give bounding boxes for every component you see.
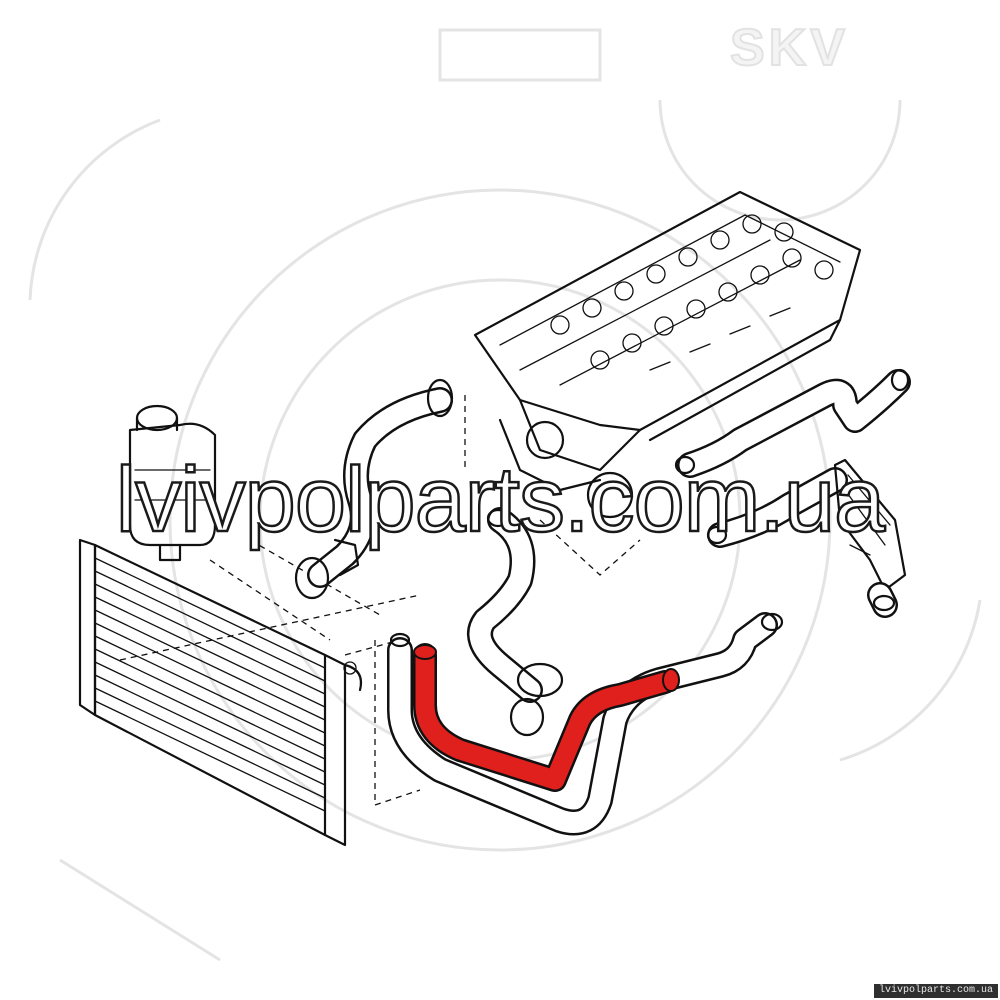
heater-pipe-assembly [674, 368, 911, 618]
expansion-tank-icon [128, 404, 217, 562]
footer-url-badge[interactable]: lvivpolparts.com.ua [873, 984, 998, 998]
coolant-hose-highlighted [413, 643, 680, 792]
radiator-icon [78, 538, 363, 847]
skv-watermark-logo: SKV [729, 18, 849, 78]
cylinder-head-icon [473, 190, 862, 519]
upper-radiator-hose [294, 378, 454, 600]
camshaft-lobes [550, 214, 834, 370]
return-hose [387, 612, 784, 836]
lower-engine-hose [467, 507, 564, 737]
